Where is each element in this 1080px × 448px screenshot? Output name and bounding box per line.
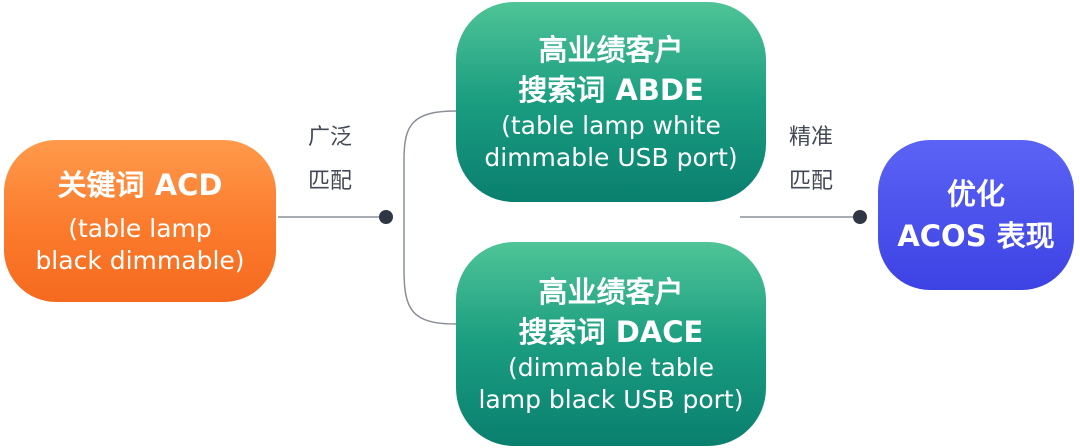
broad-match-label-line2: 匹配	[307, 169, 352, 194]
exact-match-label-line1: 精准	[788, 125, 833, 150]
source-keyword-desc-line1: (table lamp	[68, 214, 212, 243]
high-performer-title-line2: 搜索词 DACE	[518, 315, 704, 349]
source-keyword-desc-line2: black dimmable)	[35, 246, 245, 275]
result-node: 优化 ACOS 表现	[878, 140, 1074, 290]
broad-match-label: 广泛 匹配	[295, 116, 365, 204]
source-keyword-title: 关键词 ACD	[57, 168, 223, 202]
high-performer-title-line1: 高业绩客户	[538, 33, 684, 67]
high-performer-node-dace: 高业绩客户 搜索词 DACE (dimmable table lamp blac…	[456, 242, 766, 446]
high-performer-title-line2: 搜索词 ABDE	[518, 73, 704, 107]
result-dot	[853, 210, 867, 224]
result-title-line2: ACOS 表现	[897, 219, 1055, 253]
exact-match-label: 精准 匹配	[776, 116, 846, 204]
result-title-line1: 优化	[946, 177, 1005, 211]
branch-bracket	[403, 110, 457, 325]
high-performer-node-abde: 高业绩客户 搜索词 ABDE (table lamp white dimmabl…	[456, 2, 766, 202]
broad-match-label-line1: 广泛	[307, 125, 352, 150]
junction-dot	[379, 210, 393, 224]
high-performer-desc-line2: lamp black USB port)	[478, 385, 744, 414]
high-performer-desc-line1: (dimmable table	[507, 353, 715, 382]
high-performer-title-line1: 高业绩客户	[538, 275, 684, 309]
high-performer-desc-line2: dimmable USB port)	[484, 143, 738, 172]
high-performer-desc-line1: (table lamp white	[501, 111, 721, 140]
source-keyword-node: 关键词 ACD (table lamp black dimmable)	[4, 140, 276, 302]
exact-match-label-line2: 匹配	[788, 169, 833, 194]
